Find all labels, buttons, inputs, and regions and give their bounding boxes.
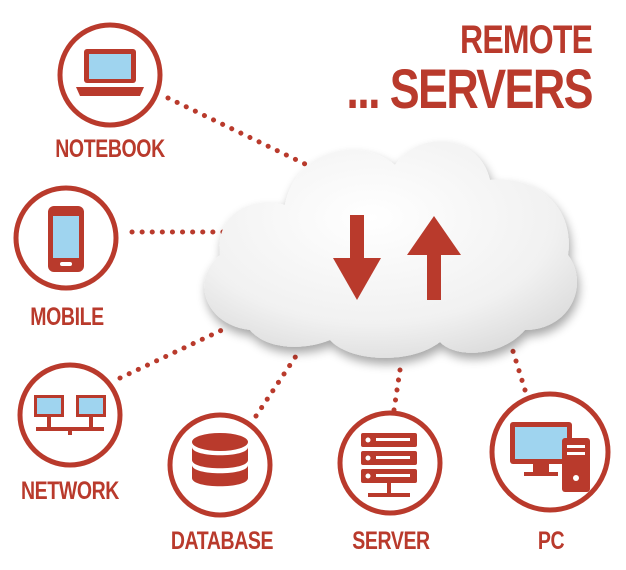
download-arrow-icon <box>333 215 381 300</box>
connector-network <box>117 327 225 381</box>
laptop-icon <box>76 49 144 96</box>
connector-notebook <box>165 95 333 179</box>
connector-database <box>253 347 303 419</box>
database-node <box>167 412 273 518</box>
notebook-label: NOTEBOOK <box>55 135 165 163</box>
cloud-icon <box>204 141 577 358</box>
network-icon <box>34 395 106 435</box>
network-node <box>17 362 123 468</box>
pc-node <box>489 391 611 513</box>
smartphone-icon <box>48 206 84 272</box>
server-node <box>337 410 443 516</box>
server-rack-icon <box>361 433 417 497</box>
title-line-2: ... SERVERS <box>346 57 594 120</box>
mobile-node <box>13 185 119 291</box>
pc-label: PC <box>537 527 565 555</box>
notebook-node <box>57 22 163 128</box>
connector-pc <box>509 345 528 393</box>
server-label: SERVER <box>352 527 430 555</box>
database-icon <box>192 433 248 487</box>
mobile-label: MOBILE <box>30 303 104 331</box>
upload-arrow-icon <box>407 216 461 300</box>
desktop-pc-icon <box>510 422 590 492</box>
title-line-1: REMOTE <box>459 18 593 62</box>
connector-lines <box>117 95 528 419</box>
connector-server <box>391 367 403 413</box>
database-label: DATABASE <box>170 527 274 555</box>
network-label: NETWORK <box>20 477 120 505</box>
